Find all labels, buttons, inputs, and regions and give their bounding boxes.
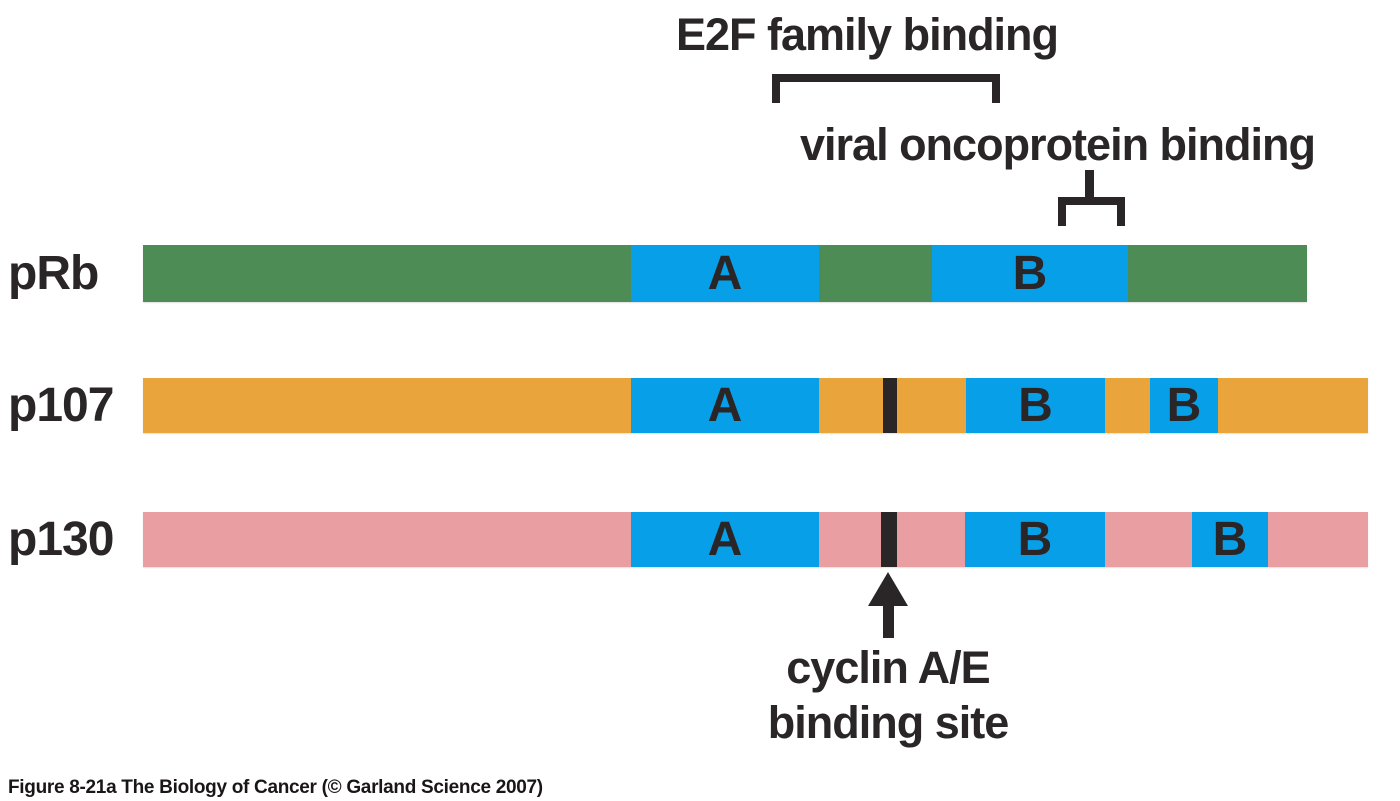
cyclin-binding-site-stripe-p107: [883, 378, 897, 433]
protein-label-p130: p130: [8, 513, 114, 566]
up-arrow-icon: [868, 572, 908, 606]
protein-bar-p107: A B B: [143, 378, 1368, 433]
cyclin-binding-site-label: cyclin A/E binding site: [738, 641, 1038, 751]
domain-b1-p107: B: [966, 378, 1105, 433]
e2f-binding-bracket: [772, 74, 1000, 103]
protein-bar-p130: A B B: [143, 512, 1368, 567]
up-arrow-shaft: [883, 602, 894, 638]
domain-b1-p130: B: [965, 512, 1105, 567]
domain-b2-p107: B: [1150, 378, 1218, 433]
domain-a-p130: A: [631, 512, 819, 567]
protein-bar-prb: A B: [143, 245, 1307, 302]
cyclin-label-line1: cyclin A/E: [786, 642, 990, 693]
viral-oncoprotein-binding-label: viral oncoprotein binding: [800, 119, 1316, 170]
domain-a-p107: A: [631, 378, 819, 433]
cyclin-binding-site-stripe-p130: [881, 512, 897, 567]
figure-caption: Figure 8-21a The Biology of Cancer (© Ga…: [8, 777, 543, 798]
protein-label-prb: pRb: [8, 247, 99, 300]
domain-b-prb: B: [932, 245, 1128, 302]
e2f-family-binding-label: E2F family binding: [676, 9, 1059, 60]
cyclin-label-line2: binding site: [767, 696, 1010, 748]
protein-label-p107: p107: [8, 379, 114, 432]
domain-a-prb: A: [631, 245, 819, 302]
viral-bracket-stem: [1085, 170, 1094, 201]
viral-binding-bracket: [1058, 197, 1125, 226]
domain-b2-p130: B: [1192, 512, 1268, 567]
